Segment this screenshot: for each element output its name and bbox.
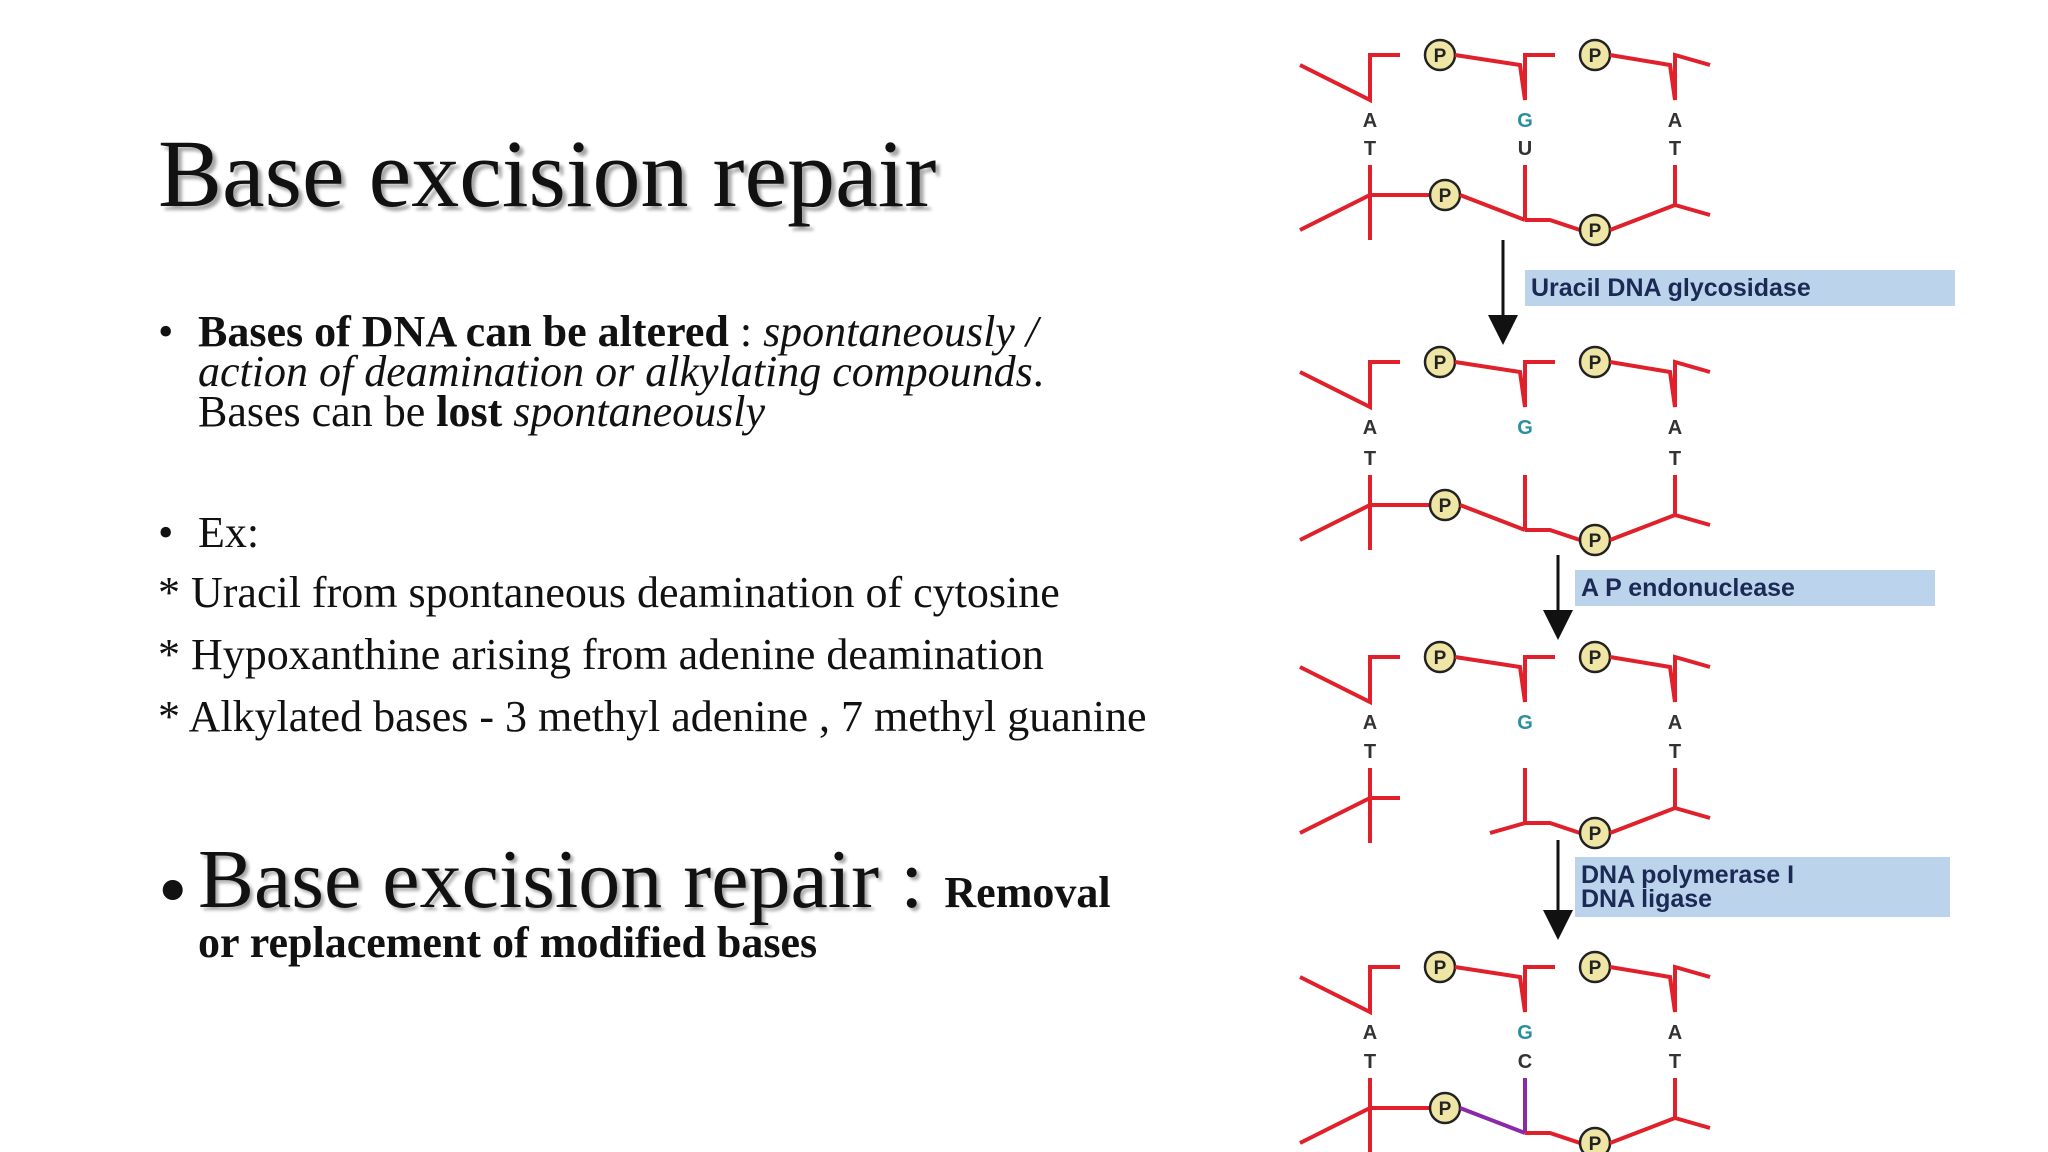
base-label: T [1669,1051,1681,1073]
separator: : [728,307,764,356]
base-label: T [1364,1051,1376,1073]
base-label: A [1668,417,1682,439]
bold-phrase-altered: Bases of DNA can be altered [198,307,729,356]
slide-title: Base excision repair [158,120,937,227]
base-label: A [1363,712,1377,734]
phosphate-label: P [1434,648,1447,669]
phosphate-label: P [1439,186,1452,207]
strand-backbone [1454,360,1555,408]
phosphate-label: P [1439,496,1452,517]
space [502,387,513,436]
strand-backbone [1609,165,1711,232]
strand-backbone [1454,965,1555,1013]
example-alkylated: * Alkylated bases - 3 methyl adenine , 7… [158,692,1147,741]
strand-backbone [1299,1078,1400,1152]
strand-backbone [1299,53,1400,104]
phosphate-label: P [1589,221,1602,242]
enzyme-label: DNA polymerase I [1581,861,1794,889]
phosphate-label: P [1589,648,1602,669]
base-label: T [1364,138,1376,160]
strand-backbone [1525,218,1581,232]
bullet-ex-label: Ex: [198,508,260,557]
strand-backbone [1459,1106,1526,1135]
strand-backbone [1609,964,1711,1013]
base-label: A [1363,1022,1377,1044]
bullet-examples: • Ex: [158,508,260,557]
bold-lost: lost [436,387,503,436]
phosphate-label: P [1434,958,1447,979]
strand-backbone [1525,528,1581,542]
italic-spontaneously: spontaneously [513,387,766,436]
strand-backbone [1454,53,1555,101]
base-label: A [1668,110,1682,132]
phosphate-label: P [1434,353,1447,374]
enzyme-label: DNA ligase [1581,885,1712,913]
strand-backbone [1609,52,1711,101]
enzyme-box [1575,857,1950,917]
strand-backbone [1525,1131,1581,1145]
base-label: U [1518,138,1532,160]
phosphate-label: P [1434,46,1447,67]
strand-backbone [1454,655,1555,703]
base-label: C [1518,1051,1532,1073]
enzyme-box [1525,270,1955,306]
base-label: A [1363,417,1377,439]
italic-causes: spontaneously / action of deamination or… [198,307,1039,396]
base-label: G [1517,712,1533,734]
base-label: T [1364,448,1376,470]
strand-backbone [1609,768,1711,835]
bullet-definition: • Base excision repair : Removal or repl… [158,838,1158,968]
base-label: A [1668,712,1682,734]
base-label: G [1517,1022,1533,1044]
strand-backbone [1609,475,1711,542]
bullet-marker: • [158,307,174,356]
strand-backbone [1299,965,1400,1016]
enzyme-label: A P endonuclease [1581,574,1795,602]
strand-backbone [1299,768,1400,843]
example-hypoxanthine: * Hypoxanthine arising from adenine deam… [158,630,1044,679]
phosphate-label: P [1589,353,1602,374]
plain-text: Bases can be [198,387,437,436]
base-label: A [1363,110,1377,132]
example-uracil: * Uracil from spontaneous deamination of… [158,568,1060,617]
base-label: T [1669,448,1681,470]
base-label: A [1668,1022,1682,1044]
phosphate-label: P [1589,46,1602,67]
base-label: T [1669,138,1681,160]
definition-term: Base excision repair : [198,833,945,926]
base-label: T [1364,741,1376,763]
strand-backbone [1609,359,1711,408]
phosphate-label: P [1589,1134,1602,1152]
strand-backbone [1609,1078,1711,1145]
bullet-altered-bases: • Bases of DNA can be altered : spontane… [158,307,1158,434]
base-label: T [1669,741,1681,763]
strand-backbone [1299,475,1400,550]
strand-backbone [1489,768,1527,835]
definition-description: Removal or replacement of modified bases [198,868,1111,967]
strand-backbone [1299,360,1400,411]
base-label: G [1517,110,1533,132]
phosphate-label: P [1589,824,1602,845]
strand-backbone [1459,193,1526,222]
bullet-marker: • [158,844,188,937]
phosphate-label: P [1589,531,1602,552]
strand-backbone [1299,165,1400,240]
strand-backbone [1299,655,1400,706]
strand-backbone [1459,503,1526,532]
base-label: G [1517,417,1533,439]
phosphate-label: P [1589,958,1602,979]
strand-backbone [1609,654,1711,703]
definition-text: Base excision repair : Removal or replac… [198,838,1158,968]
enzyme-label: Uracil DNA glycosidase [1531,274,1811,302]
bullet-text: Bases of DNA can be altered : spontaneou… [198,310,1158,434]
strand-backbone [1525,821,1581,835]
enzyme-box [1575,570,1935,606]
phosphate-label: P [1439,1099,1452,1120]
period: . [1032,347,1044,396]
bullet-marker: • [158,508,174,557]
